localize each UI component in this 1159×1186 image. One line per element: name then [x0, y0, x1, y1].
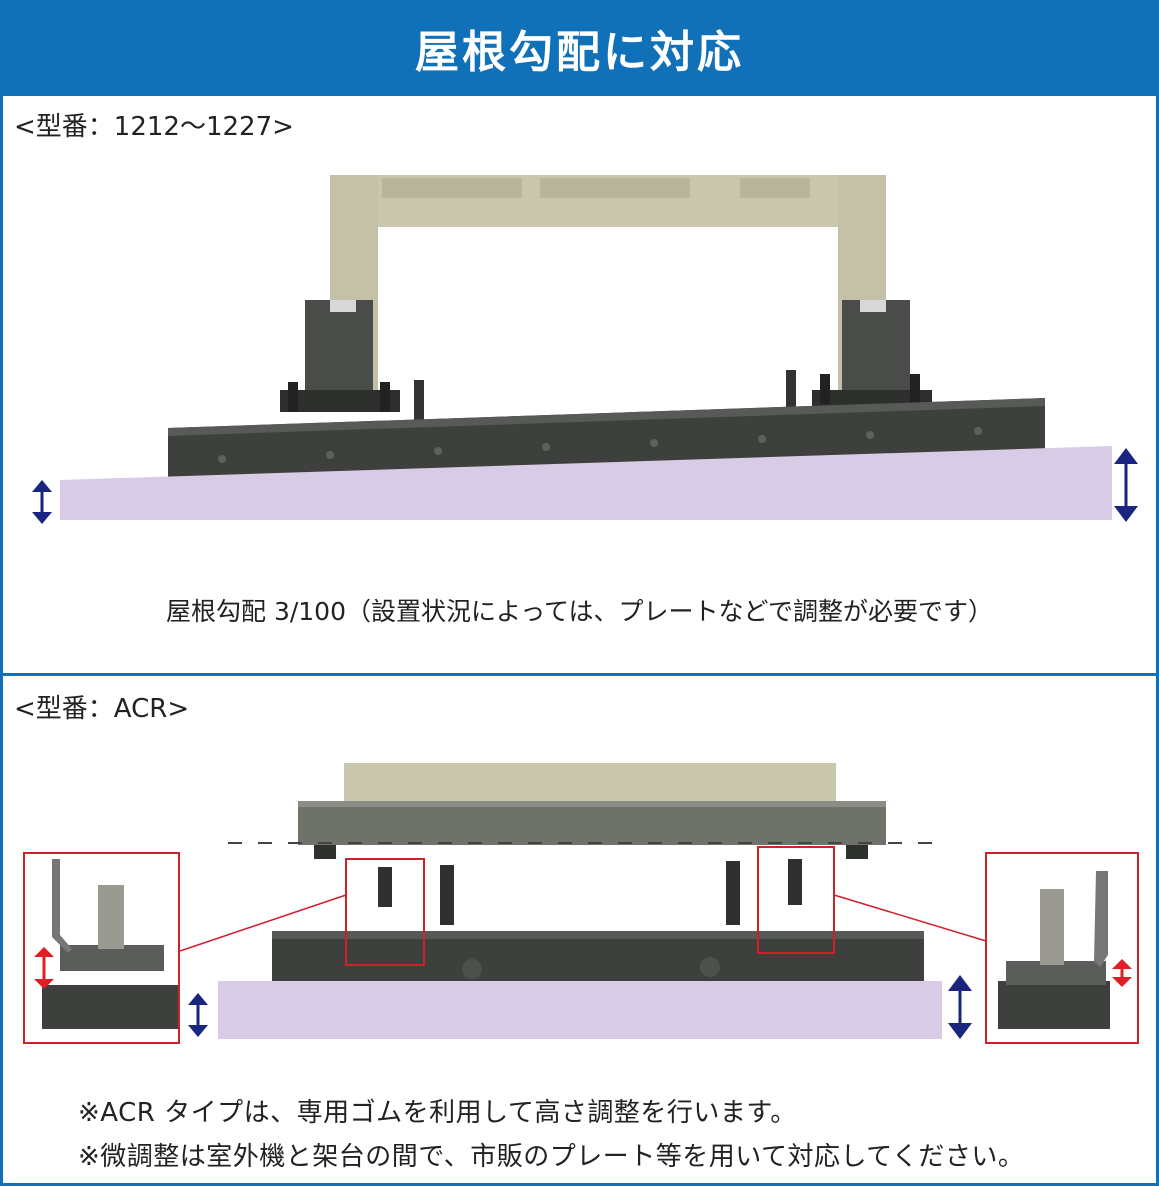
slope-caption: 屋根勾配 3/100（設置状況によっては、プレートなどで調整が必要です）	[166, 597, 993, 626]
roof-surface	[60, 446, 1112, 520]
unit-base-plate	[298, 801, 886, 845]
height-arrow-red-left-icon	[34, 947, 54, 989]
height-arrow-right-icon	[1114, 448, 1138, 522]
section-divider	[0, 673, 1159, 676]
page-title: 屋根勾配に対応	[0, 0, 1159, 96]
outdoor-unit	[344, 763, 836, 807]
unit-frame	[330, 175, 886, 405]
model-label-acr: <型番：ACR>	[14, 694, 190, 724]
zoom-inset-right	[985, 852, 1139, 1044]
illustration-acr	[23, 763, 1139, 1044]
roof-surface	[218, 981, 942, 1039]
model-label-1212-1227: <型番：1212〜1227>	[14, 112, 294, 142]
anchor-bolts	[378, 859, 802, 925]
left-bracket	[280, 300, 424, 420]
illustration-roof-slope	[32, 175, 1138, 524]
height-arrow-navy-right-icon	[948, 975, 972, 1039]
note-acr-rubber: ※ACR タイプは、専用ゴムを利用して高さ調整を行います。	[78, 1098, 797, 1128]
highlight-box-right	[757, 846, 835, 954]
base-rail	[272, 931, 924, 987]
zoom-inset-left	[23, 852, 180, 1044]
note-fine-adjustment: ※微調整は室外機と架台の間で、市販のプレート等を用いて対応してください。	[78, 1142, 1025, 1172]
rubber-feet	[314, 845, 868, 859]
right-bracket	[786, 300, 932, 412]
height-arrow-red-right-icon	[1112, 959, 1132, 987]
height-arrow-left-icon	[32, 480, 52, 524]
highlight-box-left	[345, 858, 425, 966]
height-arrow-navy-left-icon	[188, 993, 208, 1037]
